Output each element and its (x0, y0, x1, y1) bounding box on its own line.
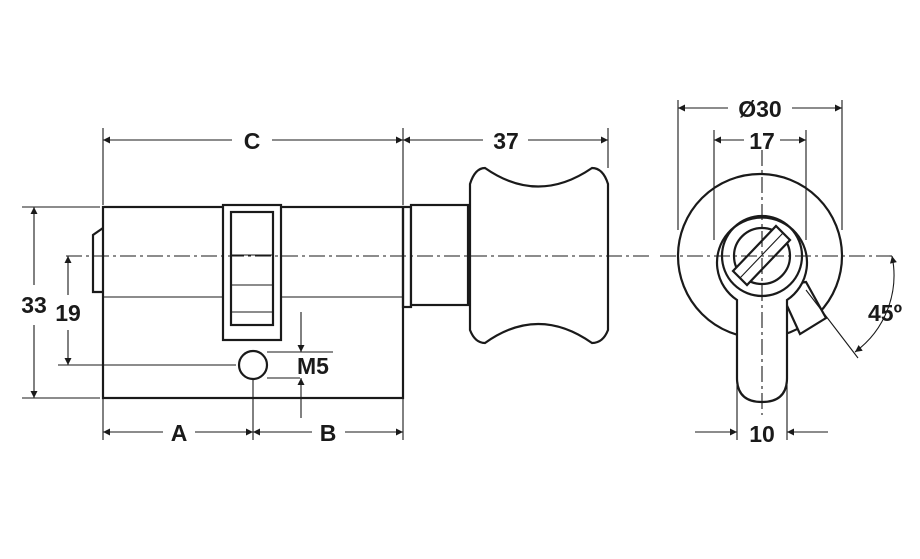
dim-45-arc (854, 255, 897, 353)
body-step (401, 205, 413, 309)
dim-d30-label: Ø30 (738, 96, 781, 122)
screw-hole (237, 349, 269, 381)
side-view: C 37 33 19 M5 A B (21, 128, 650, 446)
dim-c-label: C (244, 128, 261, 154)
end-view: Ø30 17 45º 10 (660, 96, 902, 447)
angle-ref-line (805, 289, 859, 359)
dim-b-label: B (320, 420, 337, 446)
dim-10-label: 10 (749, 421, 775, 447)
cam-slot (221, 203, 283, 342)
dim-m5-label: M5 (297, 353, 329, 379)
dim-45-label: 45º (868, 300, 902, 326)
dim-19-label: 19 (55, 300, 81, 326)
dim-a-label: A (171, 420, 188, 446)
key-profile (91, 227, 104, 294)
cam (229, 210, 275, 327)
dim-37-label: 37 (493, 128, 519, 154)
dim-17-label: 17 (749, 128, 775, 154)
dim-33-label: 33 (21, 292, 47, 318)
knob-shaft (409, 203, 470, 307)
